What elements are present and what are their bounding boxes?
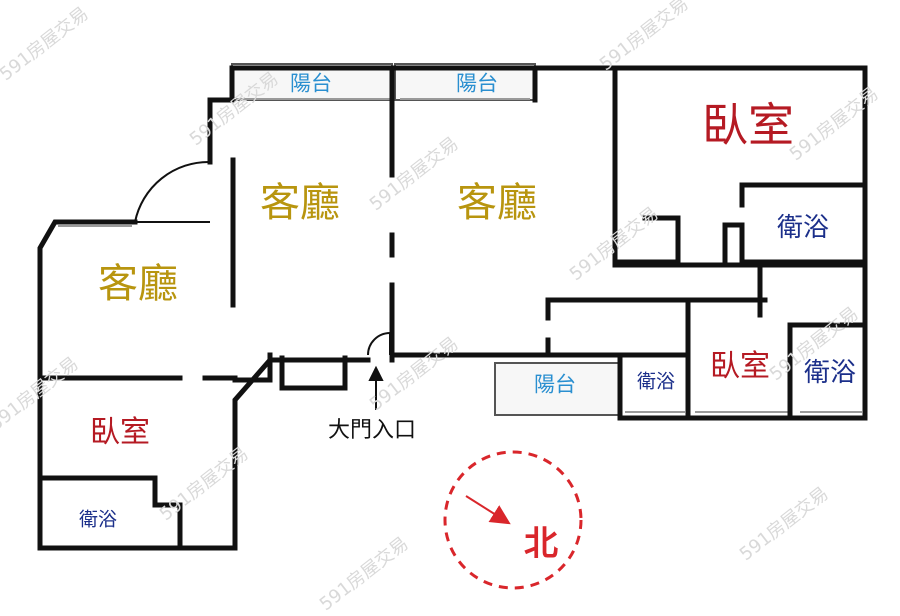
bedroom-label-mid-right: 臥室 (710, 349, 770, 384)
bedroom-label-bottom-left: 臥室 (90, 415, 150, 450)
walls (37, 65, 868, 551)
bedroom-label-top-right: 臥室 (702, 98, 794, 152)
bath-label-top-right: 衛浴 (776, 213, 830, 243)
compass-arrow-icon (443, 450, 583, 590)
bath-label-bottom-left: 衛浴 (78, 508, 118, 531)
balcony-label-top-left: 陽台 (290, 71, 332, 96)
living-room-label-center-left: 客廳 (260, 180, 340, 226)
bath-label-far-right: 衛浴 (803, 358, 857, 388)
door-arcs (134, 160, 391, 356)
up-arrow-icon (368, 365, 384, 410)
balcony-label-bottom: 陽台 (534, 372, 576, 397)
bath-label-small-center: 衛浴 (636, 370, 676, 393)
north-label: 北 (524, 524, 558, 564)
balcony-label-top-right: 陽台 (456, 71, 498, 96)
living-room-label-center-right: 客廳 (457, 180, 537, 226)
living-room-label-left: 客廳 (98, 261, 178, 307)
entrance-label: 大門入口 (327, 418, 417, 443)
